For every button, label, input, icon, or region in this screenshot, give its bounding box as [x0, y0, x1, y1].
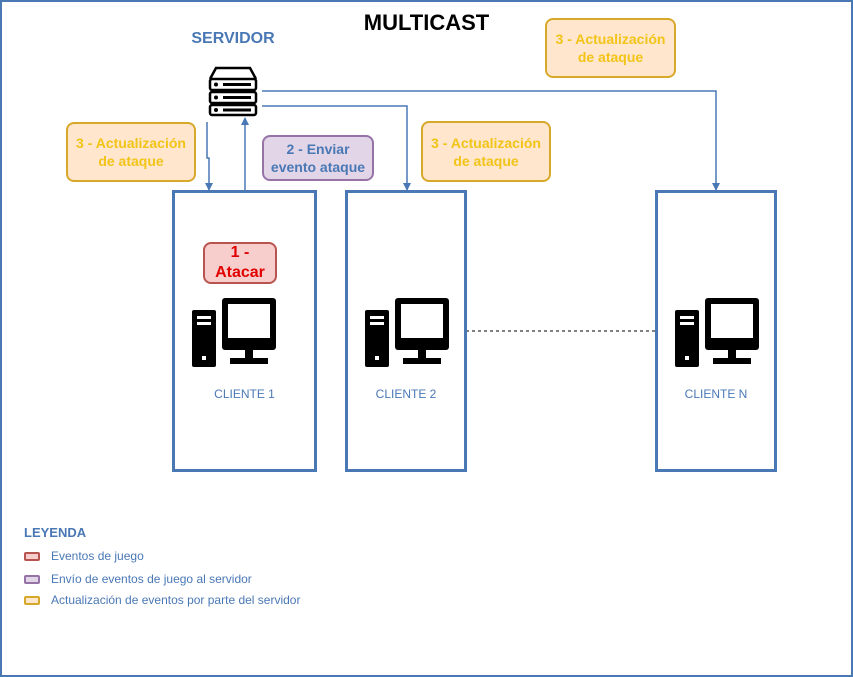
desktop-computer-icon [675, 298, 759, 367]
desktop-computer-icon [365, 298, 449, 367]
arrow-server-to-client-n [262, 90, 720, 191]
legend-label: Envío de eventos de juego al servidor [51, 572, 252, 586]
diagram-title: MULTICAST [363, 10, 490, 35]
legend-item-server-update: Actualización de eventos por parte del s… [24, 593, 300, 607]
update-callout-middle: 3 - Actualización de ataque [421, 121, 551, 182]
server-icon [208, 66, 258, 117]
update-callout-left: 3 - Actualización de ataque [66, 122, 196, 182]
client-label-1: CLIENTE 1 [214, 387, 275, 401]
client-label-n: CLIENTE N [684, 387, 748, 401]
arrow-server-to-client-2 [262, 105, 411, 191]
legend-item-send-to-server: Envío de eventos de juego al servidor [24, 572, 252, 586]
server-label: SERVIDOR [191, 30, 275, 47]
legend-title: LEYENDA [24, 525, 87, 540]
desktop-computer-icon [192, 298, 276, 367]
send-event-callout: 2 - Enviar evento ataque [262, 135, 374, 181]
arrow-server-to-client-1 [205, 122, 213, 191]
client-box-n: CLIENTE N [655, 190, 777, 472]
legend-label: Actualización de eventos por parte del s… [51, 593, 301, 607]
legend-swatch-orange [24, 595, 40, 605]
client-label-2: CLIENTE 2 [375, 387, 437, 401]
legend-item-game-events: Eventos de juego [24, 549, 144, 563]
client-box-2: CLIENTE 2 [345, 190, 467, 472]
legend-swatch-purple [24, 574, 40, 584]
attack-callout: 1 - Atacar [203, 242, 277, 284]
legend-label: Eventos de juego [51, 549, 144, 563]
update-callout-right: 3 - Actualización de ataque [545, 18, 676, 78]
client-box-1: 1 - Atacar CLIENTE 1 [172, 190, 317, 472]
legend-swatch-red [24, 551, 40, 561]
